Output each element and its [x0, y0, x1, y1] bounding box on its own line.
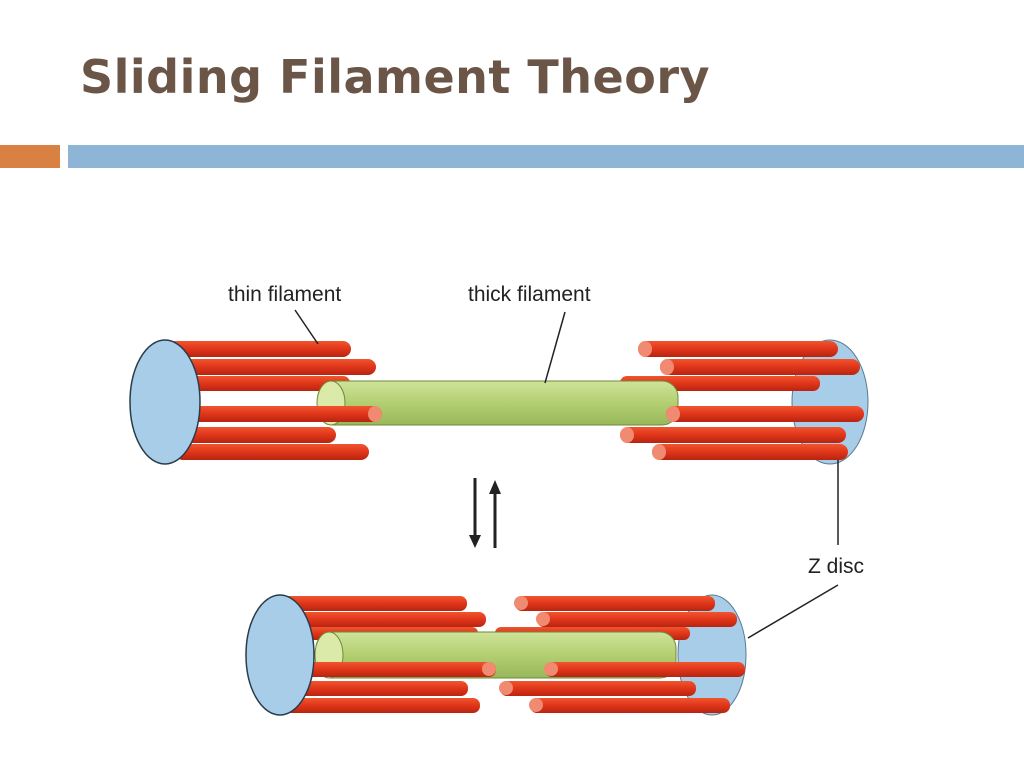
thin-filament-end	[499, 681, 513, 695]
slide-title: Sliding Filament Theory	[80, 50, 711, 104]
title-underline-bar	[68, 145, 1024, 168]
thin-filament	[165, 341, 351, 357]
thin-filament	[175, 444, 369, 460]
thin-filament-end	[368, 406, 382, 422]
leader-z-disc-bottom	[747, 584, 839, 639]
thin-filament	[290, 612, 486, 627]
right-thin-filaments-top	[620, 341, 860, 391]
leader-thin-filament	[294, 309, 319, 345]
accent-bar	[0, 145, 60, 168]
thin-filament	[660, 359, 860, 375]
left-thin-filaments-top-lower	[175, 406, 382, 460]
thin-filament	[638, 341, 838, 357]
thin-filament	[282, 698, 480, 713]
thin-filament	[290, 681, 468, 696]
thin-filament-end	[529, 698, 543, 712]
thin-filament	[275, 596, 467, 611]
thin-filament-end	[652, 444, 666, 460]
thin-filament-end	[638, 341, 652, 357]
thin-filament	[190, 376, 350, 391]
thin-filament	[300, 662, 496, 677]
leader-thick-filament	[544, 311, 566, 384]
thin-filament	[666, 406, 864, 422]
reversible-arrows	[469, 478, 501, 548]
thin-filament	[500, 681, 696, 696]
label-thick-filament: thick filament	[468, 283, 591, 306]
left-thin-filaments-top	[165, 341, 376, 391]
label-thin-filament: thin filament	[228, 283, 341, 306]
label-z-disc: Z disc	[808, 555, 864, 578]
thin-filament	[620, 427, 846, 443]
thin-filament	[180, 359, 376, 375]
thin-filament	[515, 596, 715, 611]
thin-filament	[180, 427, 336, 443]
left-thin-filaments-bottom-lower	[282, 662, 496, 713]
thin-filament-end	[514, 596, 528, 610]
thin-filament-end	[620, 427, 634, 443]
z-disc-left-bottom	[245, 594, 315, 716]
thin-filament-end	[536, 612, 550, 626]
right-thin-filaments-top-lower	[620, 406, 864, 460]
z-disc-left-top	[129, 339, 201, 465]
thin-filament	[545, 662, 745, 677]
thin-filament	[530, 698, 730, 713]
thin-filament	[190, 406, 382, 422]
thin-filament-end	[482, 662, 496, 676]
diagram-labels: thin filament thick filament Z disc	[228, 283, 864, 639]
thin-filament-end	[666, 406, 680, 422]
thin-filament-end	[660, 359, 674, 375]
thin-filament-end	[544, 662, 558, 676]
thin-filament	[652, 444, 848, 460]
thin-filament	[537, 612, 737, 627]
left-thin-filaments-bottom	[275, 596, 486, 640]
right-thin-filaments-bottom-lower	[499, 662, 745, 713]
contracted-sarcomere	[245, 594, 747, 716]
relaxed-sarcomere	[129, 339, 869, 465]
